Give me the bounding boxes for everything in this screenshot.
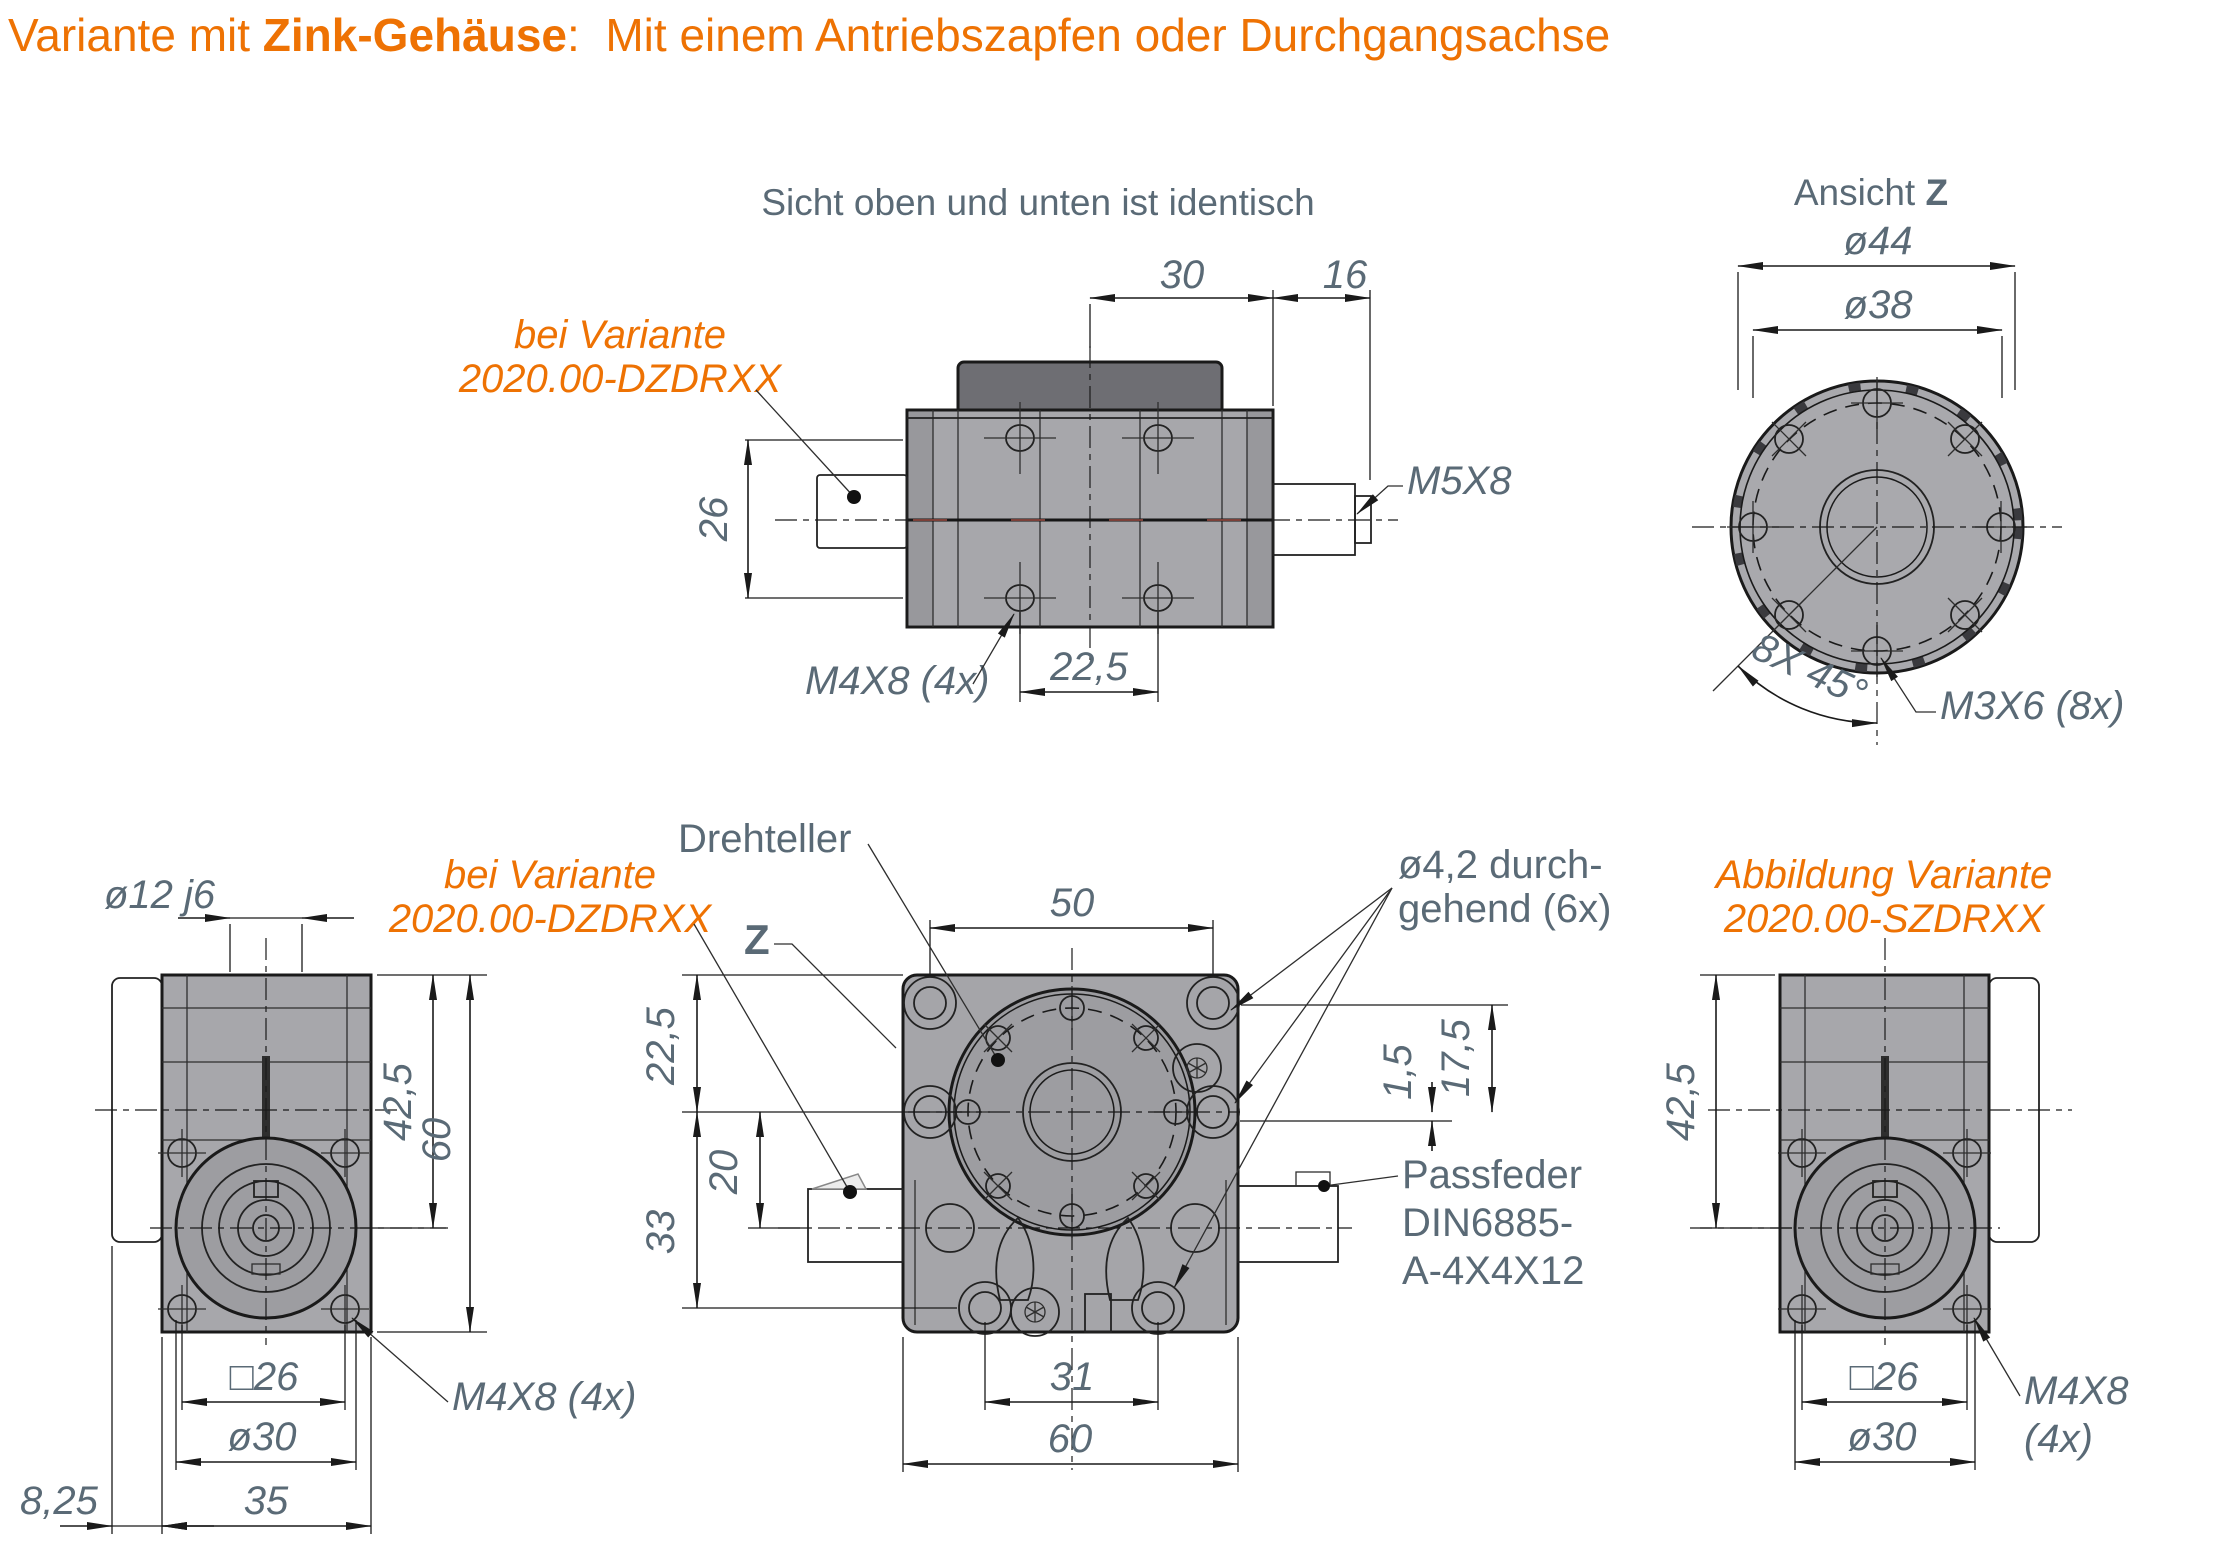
title-prefix: Variante mit: [8, 9, 263, 61]
dim-42-5-left: 42,5: [376, 1062, 420, 1141]
label-passfeder-line2: DIN6885-: [1402, 1201, 1573, 1245]
through-axle-front: [807, 1188, 904, 1263]
torx-screw-bottom: [1010, 1287, 1060, 1337]
variant-note-right-line2: 2020.00-SZDRXX: [1723, 897, 2045, 941]
label-m4x8-right-line1: M4X8: [2024, 1369, 2129, 1413]
leader-dot: [847, 490, 861, 504]
label-z-marker: Z: [744, 916, 770, 963]
dim-33: 33: [639, 1210, 683, 1255]
label-hole-line2: gehend (6x): [1398, 887, 1611, 931]
dim-sq26-right: □26: [1850, 1355, 1919, 1399]
title-suffix: : Mit einem Antriebszapfen oder Durchgan…: [567, 9, 1611, 61]
dim-sq26-left: □26: [230, 1355, 299, 1399]
keyway-left-shaft: [811, 1173, 868, 1190]
dim-8-25: 8,25: [20, 1479, 99, 1523]
dim-50: 50: [1050, 881, 1095, 925]
mid-view-drawing: 50 22,5 20 33 17,5 1,5 31: [388, 817, 1611, 1472]
label-drehteller: Drehteller: [678, 817, 851, 861]
view-z-caption: Ansicht Z: [1794, 172, 1948, 213]
through-axle-stub: [816, 474, 908, 549]
dim-1-5: 1,5: [1376, 1043, 1420, 1099]
left-view-drawing: ø12 j6 42,5 60 □26 ø30 35: [20, 873, 637, 1534]
dim-35: 35: [244, 1479, 289, 1523]
dim-17-5: 17,5: [1434, 1018, 1478, 1097]
view-z-drawing: Ansicht Z: [1692, 172, 2125, 745]
dim-d38: ø38: [1844, 283, 1914, 327]
dim-16: 16: [1323, 253, 1368, 297]
label-m4x8-left: M4X8 (4x): [452, 1375, 637, 1419]
top-view-drawing: Sicht oben und unten ist identisch: [458, 182, 1512, 703]
dim-60-mid: 60: [1048, 1417, 1093, 1461]
label-passfeder-line3: A-4X4X12: [1402, 1249, 1584, 1293]
view-z-caption-prefix: Ansicht: [1794, 172, 1926, 213]
top-view-caption: Sicht oben und unten ist identisch: [761, 182, 1314, 223]
variant-note-mid-line1: bei Variante: [444, 853, 656, 897]
dim-22-5-top-view: 22,5: [1049, 645, 1129, 689]
variant-note-right-line1: Abbildung Variante: [1714, 853, 2053, 897]
dim-26: 26: [692, 496, 736, 542]
leader-dot: [1318, 1180, 1330, 1192]
dim-d44: ø44: [1844, 219, 1913, 263]
dim-60-left: 60: [415, 1118, 459, 1163]
dim-31: 31: [1050, 1355, 1095, 1399]
drive-shaft-front: [1237, 1185, 1339, 1263]
label-m3x6: M3X6 (8x): [1940, 684, 2125, 728]
torx-screw-upper: [1172, 1043, 1222, 1093]
title-bold: Zink-Gehäuse: [262, 9, 567, 61]
label-passfeder-line1: Passfeder: [1402, 1153, 1582, 1197]
dim-22-5-mid: 22,5: [639, 1006, 683, 1086]
label-m5x8: M5X8: [1407, 459, 1512, 503]
m4-screws-left: [158, 1129, 369, 1333]
view-z-caption-z: Z: [1926, 172, 1949, 213]
variant-note-mid-line2: 2020.00-DZDRXX: [388, 897, 713, 941]
leader-dot: [843, 1185, 857, 1199]
label-m4x8-top-view: M4X8 (4x): [805, 659, 990, 703]
right-view-drawing: Abbildung Variante 2020.00-SZDRXX: [1659, 853, 2129, 1470]
m4-holes-top: [984, 402, 1194, 634]
dim-d12-j6: ø12 j6: [104, 873, 216, 917]
dim-30: 30: [1160, 253, 1205, 297]
dim-d30-left: ø30: [228, 1415, 297, 1459]
variant-note-top-line1: bei Variante: [514, 313, 726, 357]
dim-d30-right: ø30: [1848, 1415, 1917, 1459]
page-title: Variante mit Zink-Gehäuse: Mit einem Ant…: [8, 8, 1610, 62]
variant-note-top-line2: 2020.00-DZDRXX: [458, 357, 783, 401]
passfeder-key: [1295, 1171, 1331, 1187]
dim-20: 20: [702, 1150, 746, 1196]
leader-dot: [991, 1053, 1005, 1067]
label-m4x8-right-line2: (4x): [2024, 1417, 2093, 1461]
dim-42-5-right: 42,5: [1659, 1062, 1703, 1141]
label-hole-line1: ø4,2 durch-: [1398, 843, 1603, 887]
